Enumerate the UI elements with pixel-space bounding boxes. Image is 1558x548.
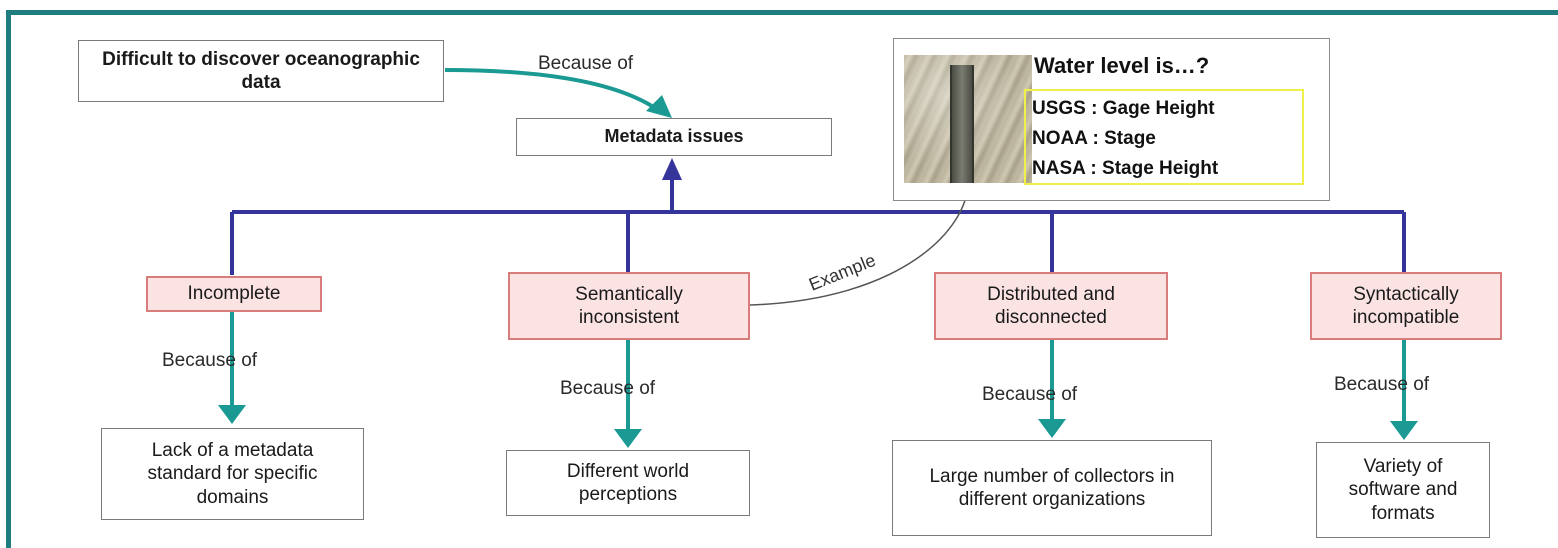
problem-text: Difficult to discover oceanographic data [102,48,420,93]
cause-incomplete: Lack of a metadata standard for specific… [101,428,364,520]
example-label: Example [806,250,878,295]
cause-distributed-text: Large number of collectors in different … [929,465,1175,510]
term-nasa: NASA : Stage Height [1032,158,1219,179]
issue-syntactic: Syntactically incompatible [1310,272,1502,340]
problem-arrowhead [646,95,672,118]
issue-incomplete-text: Incomplete [187,283,281,305]
issue-semantic-text: Semantically inconsistent [575,283,683,328]
example-connector [749,181,969,306]
example-title: Water level is…? [1034,53,1210,78]
gauge-rod [950,65,974,183]
water-gauge-photo-icon [904,55,1032,183]
cause-distributed: Large number of collectors in different … [892,440,1212,536]
cause-incomplete-text: Lack of a metadata standard for specific… [147,440,318,508]
example-panel: Water level is…? USGS : Gage Height NOAA… [893,38,1330,201]
cause-semantic-text: Different world perceptions [566,460,690,505]
because-distributed: Because of [982,384,1078,405]
term-list: USGS : Gage Height NOAA : Stage NASA : S… [1024,89,1304,185]
because-semantic: Because of [560,378,656,399]
teal-arrowhead-syntactic [1390,421,1418,440]
problem-to-issues-arrow [444,68,660,112]
term-usgs: USGS : Gage Height [1032,98,1215,119]
metadata-issues-box: Metadata issues [516,118,832,156]
teal-arrowhead-distributed [1038,419,1066,438]
because-incomplete: Because of [162,350,258,371]
issue-distributed-text: Distributed and disconnected [987,283,1115,328]
teal-arrowhead-incomplete [218,405,246,424]
teal-arrowhead-semantic [614,429,642,448]
diagram-frame [6,10,1558,548]
problem-box: Difficult to discover oceanographic data [78,40,444,102]
because-syntactic: Because of [1334,374,1430,395]
blue-arrowhead-issues [662,158,682,180]
top-because-label: Because of [538,53,634,74]
metadata-issues-text: Metadata issues [604,126,744,147]
issue-distributed: Distributed and disconnected [934,272,1168,340]
cause-syntactic: Variety of software and formats [1316,442,1490,538]
issue-semantic: Semantically inconsistent [508,272,750,340]
issue-incomplete: Incomplete [146,276,322,312]
term-noaa: NOAA : Stage [1032,128,1156,149]
cause-syntactic-text: Variety of software and formats [1348,456,1458,524]
issue-syntactic-text: Syntactically incompatible [1352,283,1460,328]
cause-semantic: Different world perceptions [506,450,750,516]
